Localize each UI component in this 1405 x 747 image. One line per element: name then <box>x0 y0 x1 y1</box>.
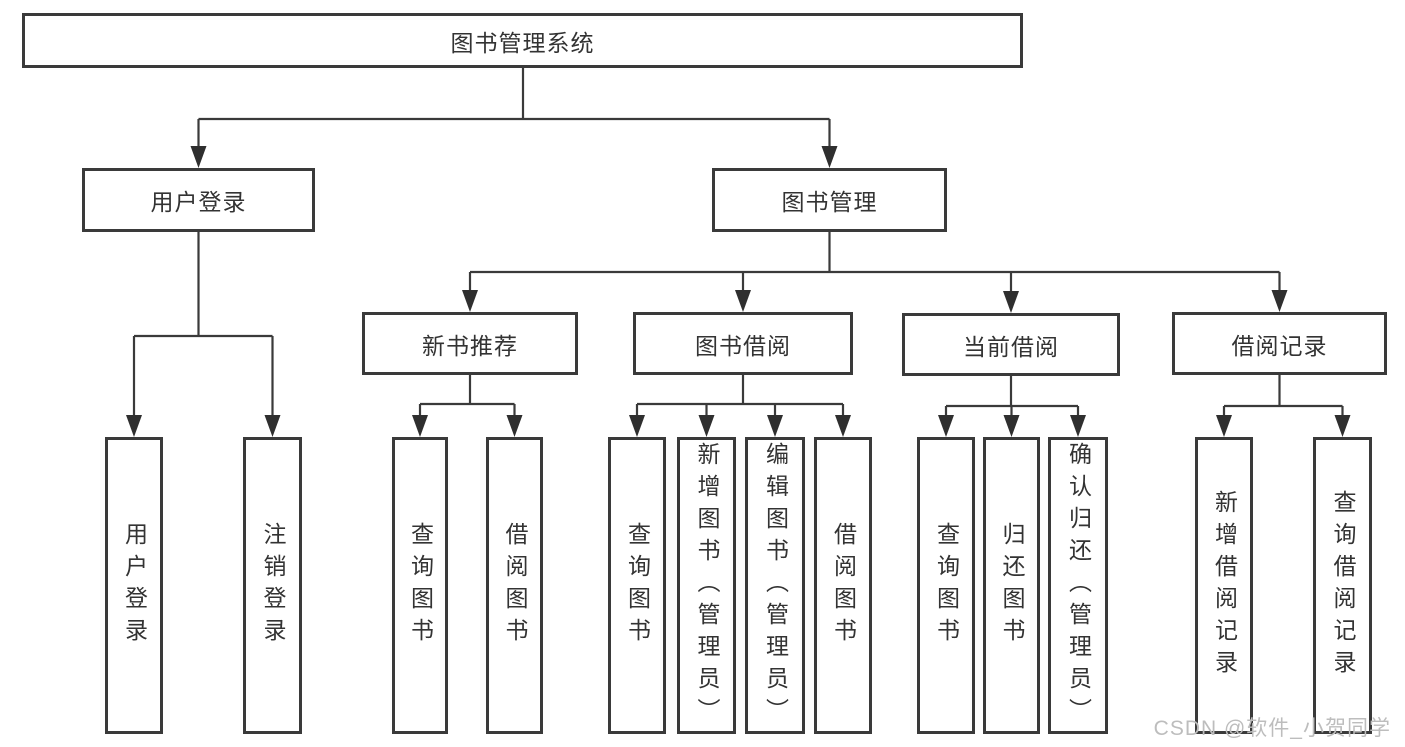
leaf-bb-query-book-label: 查询图书 <box>624 521 651 650</box>
leaf-br-add-record: 新增借阅记录 <box>1195 437 1253 734</box>
node-current-borrow-label: 当前借阅 <box>963 333 1059 360</box>
leaf-bb-add-book-admin: 新增图书（管理员） <box>677 437 736 734</box>
node-root-label: 图书管理系统 <box>450 29 595 56</box>
leaf-cb-confirm-return-admin: 确认归还（管理员） <box>1048 437 1108 734</box>
leaf-bb-edit-book-admin-label: 编辑图书（管理员） <box>762 441 789 730</box>
leaf-br-query-record-label: 查询借阅记录 <box>1330 489 1356 682</box>
leaf-cb-return-book-label: 归还图书 <box>999 521 1025 650</box>
node-book-borrow-label: 图书借阅 <box>695 332 791 359</box>
node-borrow-records-label: 借阅记录 <box>1231 332 1328 359</box>
leaf-nb-borrow-book-label: 借阅图书 <box>502 521 528 650</box>
leaf-cb-confirm-return-admin-label: 确认归还（管理员） <box>1065 441 1092 730</box>
leaf-cb-return-book: 归还图书 <box>983 437 1040 734</box>
leaf-cb-query-book-label: 查询图书 <box>933 521 960 650</box>
node-current-borrow: 当前借阅 <box>902 313 1120 376</box>
leaf-cb-query-book: 查询图书 <box>917 437 975 734</box>
leaf-br-query-record: 查询借阅记录 <box>1313 437 1372 734</box>
node-new-book-recommend: 新书推荐 <box>362 312 578 375</box>
node-user-login-label: 用户登录 <box>150 189 247 215</box>
node-new-book-recommend-label: 新书推荐 <box>422 332 518 359</box>
node-book-management: 图书管理 <box>712 168 947 232</box>
node-user-login: 用户登录 <box>82 168 315 232</box>
leaf-nb-query-book: 查询图书 <box>392 437 448 734</box>
node-borrow-records: 借阅记录 <box>1172 312 1387 375</box>
leaf-bb-add-book-admin-label: 新增图书（管理员） <box>694 441 720 730</box>
leaf-br-add-record-label: 新增借阅记录 <box>1211 489 1238 682</box>
leaf-bb-edit-book-admin: 编辑图书（管理员） <box>745 437 805 734</box>
leaf-bb-borrow-book: 借阅图书 <box>814 437 872 734</box>
leaf-logout-login: 注销登录 <box>243 437 302 734</box>
leaf-nb-query-book-label: 查询图书 <box>407 521 434 650</box>
node-root-system: 图书管理系统 <box>22 13 1023 68</box>
watermark-text: CSDN @软件_小贺同学 <box>1153 717 1391 740</box>
leaf-bb-borrow-book-label: 借阅图书 <box>830 521 857 650</box>
leaf-bb-query-book: 查询图书 <box>608 437 666 734</box>
leaf-nb-borrow-book: 借阅图书 <box>486 437 543 734</box>
node-book-borrow: 图书借阅 <box>633 312 853 375</box>
leaf-logout-login-label: 注销登录 <box>260 521 286 650</box>
leaf-user-login: 用户登录 <box>105 437 163 734</box>
leaf-user-login-label: 用户登录 <box>121 521 148 650</box>
node-book-management-label: 图书管理 <box>781 189 878 215</box>
